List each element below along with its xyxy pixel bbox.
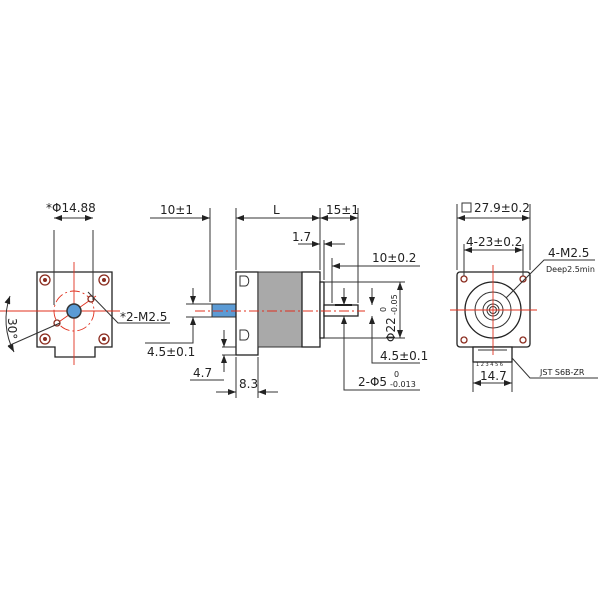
front-cap (301, 271, 321, 348)
shaft-diameter: 2-Φ5 (358, 375, 387, 389)
side-view: 10±1 L 15±1 1.7 10±0.2 Φ22 0 -0.05 4.5±0… (145, 203, 428, 398)
shaft-tol-lower: -0.013 (390, 380, 416, 389)
connector-label: JST S6B-ZR (539, 368, 585, 377)
rear-shaft-length: 10±1 (160, 203, 193, 217)
shaft-tol-upper: 0 (394, 370, 399, 379)
pilot-tol-upper: 0 (379, 307, 388, 312)
rear-cap (235, 271, 259, 356)
rear-shaft-end (66, 303, 82, 319)
mount-depth: Deep2.5min (546, 265, 595, 274)
rear-cap-width: 8.3 (239, 377, 258, 391)
connector-width: 14.7 (480, 369, 507, 383)
front-shaft-length: 15±1 (326, 203, 359, 217)
body-length: L (273, 203, 280, 217)
front-shaft (323, 304, 359, 317)
connector (472, 346, 513, 363)
size-label: 27.9±0.2 (474, 201, 530, 215)
motor-body (257, 271, 303, 348)
hole-spacing: 4-23±0.2 (466, 235, 522, 249)
pin-numbers: 1 2 3 4 5 6 (476, 362, 503, 368)
rear-flat-label: 4.5±0.1 (147, 345, 195, 359)
corner-holes (39, 274, 110, 345)
flange-thickness: 1.7 (292, 230, 311, 244)
square-symbol (461, 202, 472, 213)
rear-shaft (211, 303, 238, 318)
pilot-tol-lower: -0.05 (390, 294, 399, 315)
rear-view: *Φ14.88 *2-M2.5 30° (0, 201, 170, 365)
flat-length: 10±0.2 (372, 251, 416, 265)
angle-label: 30° (5, 318, 19, 339)
pilot-diameter: Φ22 (384, 317, 398, 342)
front-flat-label: 4.5±0.1 (380, 349, 428, 363)
front-view: 1 2 3 4 5 6 27.9±0.2 4-23±0.2 4-M2.5 Dee… (450, 201, 598, 392)
mount-thread: 4-M2.5 (548, 246, 589, 260)
rear-diameter-label: *Φ14.88 (46, 201, 96, 215)
rear-cap-offset: 4.7 (193, 366, 212, 380)
rear-thread-label: *2-M2.5 (120, 310, 167, 324)
